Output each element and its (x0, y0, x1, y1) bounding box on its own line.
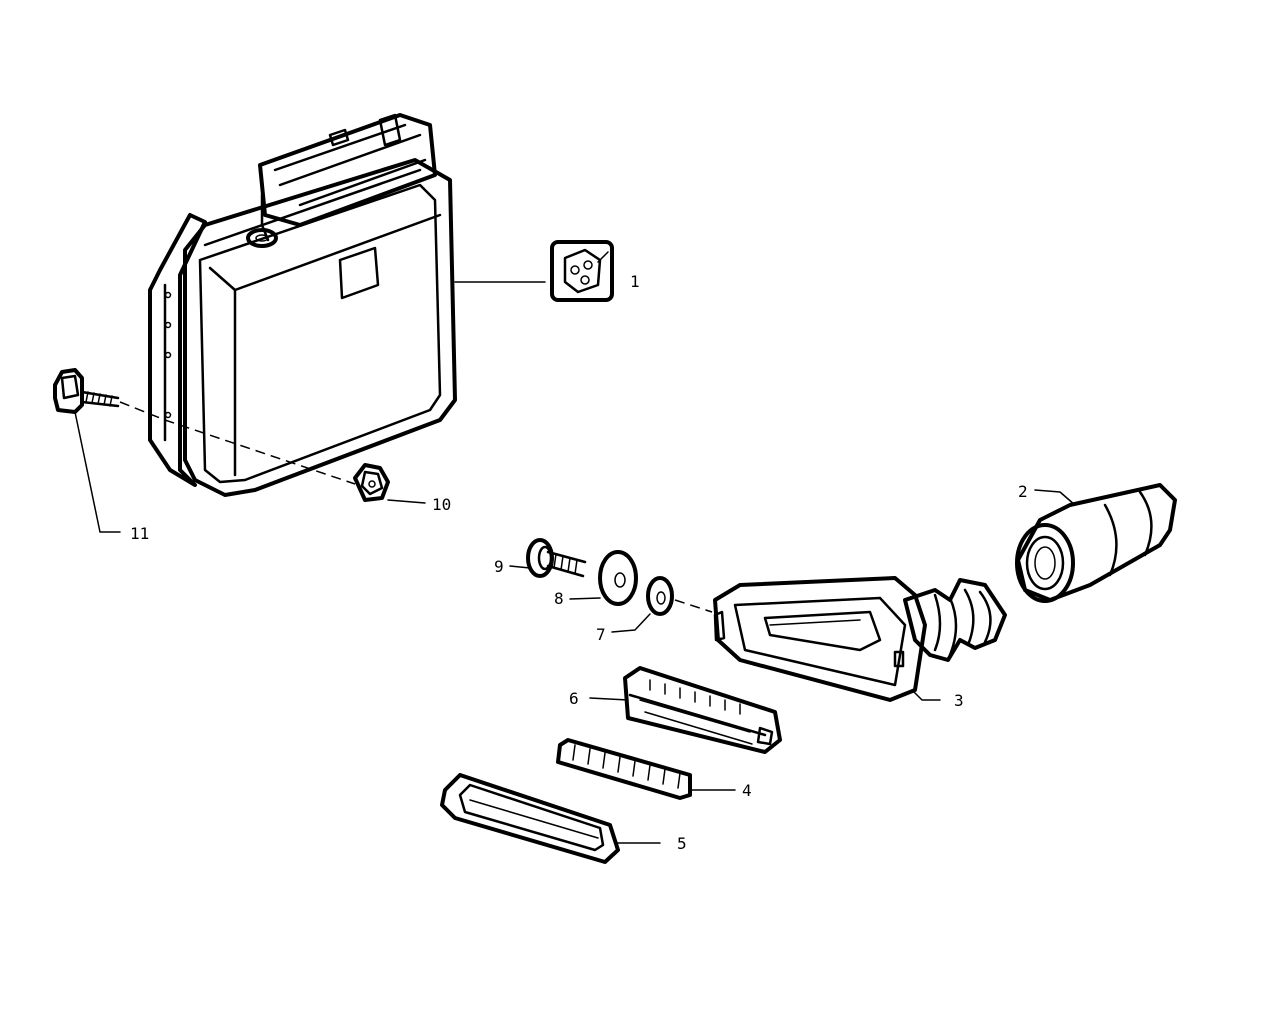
sleeve-2 (1015, 483, 1177, 603)
leader-line-7 (611, 613, 651, 633)
terminal-block-6 (623, 666, 782, 754)
seal-5 (440, 773, 620, 864)
washer-7 (646, 576, 674, 616)
leader-line-6 (589, 697, 629, 701)
leader-line-8 (569, 597, 601, 600)
callout-8: 8 (554, 589, 564, 608)
callout-11: 11 (130, 524, 149, 543)
callout-4: 4 (742, 781, 752, 800)
leader-line-10 (387, 499, 426, 504)
ecu-control-module (148, 113, 457, 497)
leader-line-2 (1034, 489, 1076, 506)
callout-9: 9 (494, 557, 504, 576)
nut-10 (353, 463, 390, 502)
callout-7: 7 (596, 625, 606, 644)
assembly-axis-7 (674, 599, 713, 613)
callout-2: 2 (1018, 482, 1028, 501)
callout-10: 10 (432, 495, 451, 514)
ecu-reference-icon (550, 240, 614, 302)
leader-line-9 (509, 565, 531, 569)
terminal-strip-4 (556, 738, 692, 800)
callout-6: 6 (569, 689, 579, 708)
washer-8 (598, 550, 638, 606)
callout-5: 5 (677, 834, 687, 853)
callout-3: 3 (954, 691, 964, 710)
bolt-11 (53, 368, 120, 414)
assembly-axis-11 (119, 401, 356, 485)
leader-line-3 (911, 689, 941, 701)
leader-line-11 (74, 411, 121, 533)
bolt-9 (526, 538, 587, 578)
callout-1: 1 (630, 272, 640, 291)
connector-housing-3 (713, 576, 1007, 702)
